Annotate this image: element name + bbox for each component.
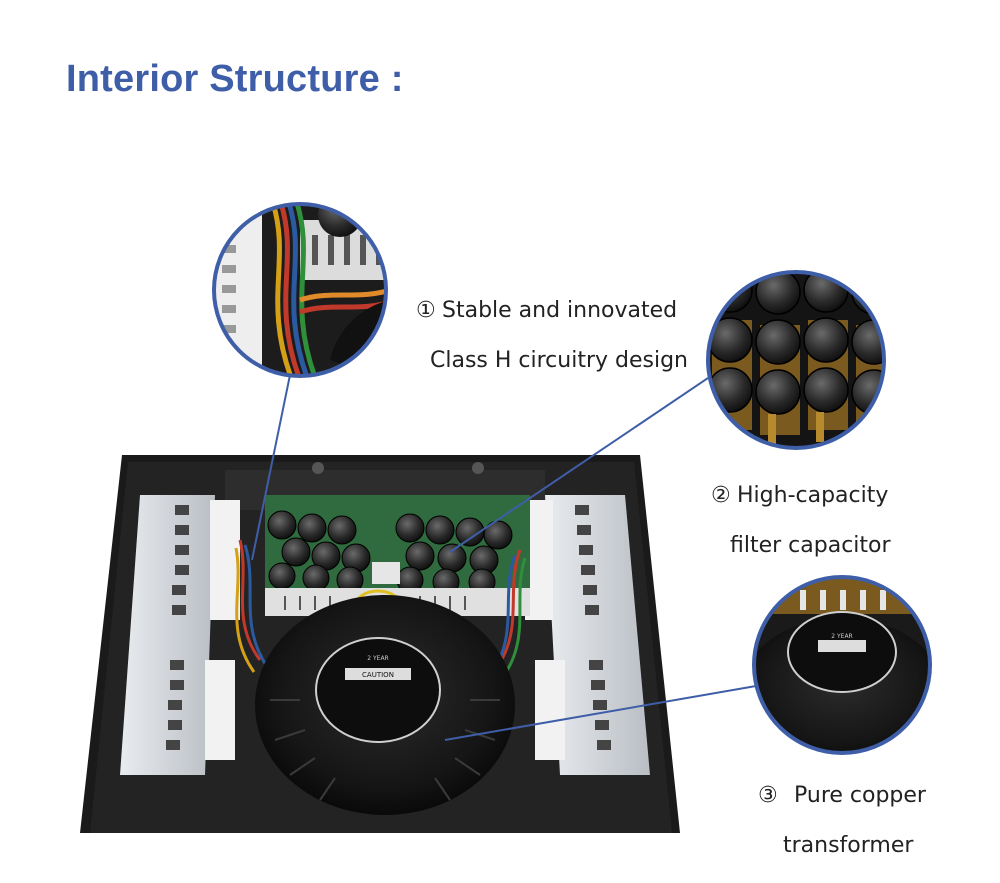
zoom-circle-capacitors xyxy=(706,270,886,450)
callout-text-3-line1: Pure copper xyxy=(794,783,926,808)
callout-lines xyxy=(251,374,757,741)
svg-text:CAUTION: CAUTION xyxy=(362,671,394,679)
amplifier-interior-photo: CAUTION 2 YEAR xyxy=(80,202,932,833)
callout-text-1-line2: Class H circuitry design xyxy=(430,348,688,373)
svg-text:2 YEAR: 2 YEAR xyxy=(831,633,852,640)
zoom-circle-transformer: 2 YEAR xyxy=(752,575,932,755)
callout-text-2-line1: High-capacity xyxy=(737,483,889,508)
capacitor-board xyxy=(265,495,530,616)
callout-number-1: ① xyxy=(416,298,436,323)
callout-text-1-line1: Stable and innovated xyxy=(442,298,678,323)
wiring xyxy=(234,539,527,679)
callout-text-3-line2: transformer xyxy=(783,833,914,858)
callout-label-transformer: ③ Pure copper transformer xyxy=(744,758,926,883)
callout-text-2-line2: filter capacitor xyxy=(730,533,891,558)
callout-number-2: ② xyxy=(711,483,731,508)
callout-number-3: ③ xyxy=(758,783,778,808)
toroidal-transformer: CAUTION 2 YEAR xyxy=(255,595,515,815)
heat-sinks xyxy=(120,495,650,775)
svg-text:2 YEAR: 2 YEAR xyxy=(367,655,388,662)
page-title: Interior Structure : xyxy=(66,58,404,100)
zoom-circle-wiring xyxy=(212,202,388,378)
